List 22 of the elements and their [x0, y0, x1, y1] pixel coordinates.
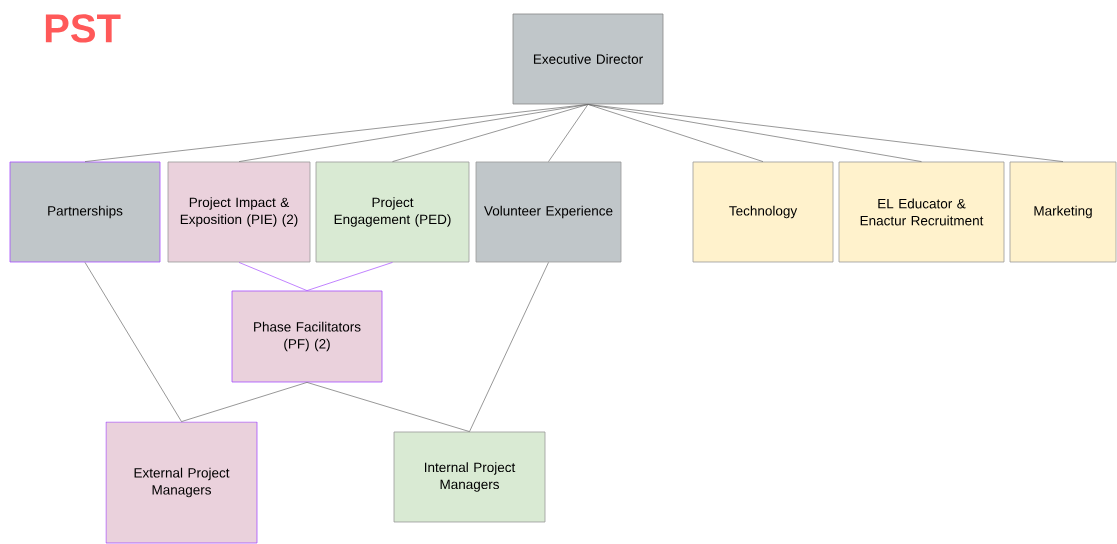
connector-line — [392, 104, 589, 162]
org-box: Executive Director — [512, 13, 664, 105]
org-box: Project Engagement (PED) — [315, 161, 470, 263]
org-box: Technology — [692, 161, 834, 263]
org-box: External Project Managers — [105, 421, 258, 544]
org-box: Project Impact & Exposition (PIE) (2) — [167, 161, 311, 263]
org-box: Marketing — [1009, 161, 1117, 263]
connector-line — [548, 104, 589, 162]
org-box: Volunteer Experience — [475, 161, 622, 263]
connector-line — [306, 262, 393, 291]
org-box: Internal Project Managers — [393, 431, 546, 523]
connector-line — [181, 382, 308, 422]
connector-line — [587, 104, 1064, 162]
connector-line — [306, 382, 470, 432]
connector-line — [238, 262, 308, 291]
connector-line — [469, 262, 549, 432]
title: PST — [45, 14, 121, 43]
org-box: Partnerships — [9, 161, 161, 263]
org-box: EL Educator & Enactur Recruitment — [838, 161, 1005, 263]
connector-line — [84, 262, 182, 422]
connector-line — [587, 104, 764, 162]
org-box: Phase Facilitators (PF) (2) — [231, 290, 383, 383]
